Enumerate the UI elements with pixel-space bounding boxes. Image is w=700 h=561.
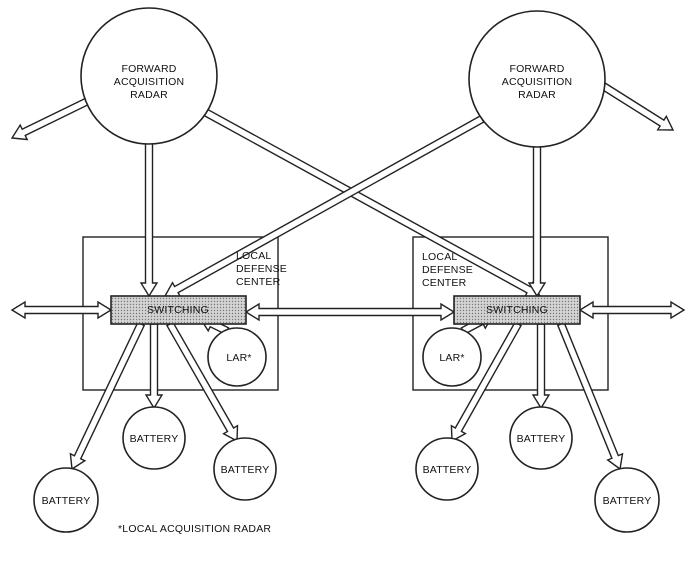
ldc-left-line-3: CENTER	[236, 276, 281, 288]
battery-label: BATTERY	[130, 433, 179, 445]
battery-label: BATTERY	[423, 464, 472, 476]
switching-right-label: SWITCHING	[486, 304, 548, 316]
switch-left-to-battery-center	[144, 323, 164, 410]
forward-acquisition-radar-left: FORWARD ACQUISITION RADAR	[80, 7, 218, 145]
forward-acquisition-radar-right: FORWARD ACQUISITION RADAR	[468, 10, 606, 148]
battery-label: BATTERY	[42, 495, 91, 507]
lar-left: LAR*	[207, 327, 267, 387]
radar-left-line-2: ACQUISITION	[114, 76, 184, 88]
switching-block-right: SWITCHING	[453, 295, 581, 325]
radar-left-to-switch-left	[139, 141, 159, 298]
radar-right-line-2: ACQUISITION	[502, 76, 572, 88]
radar-right-line-1: FORWARD	[509, 63, 564, 75]
radar-left-line-1: FORWARD	[121, 63, 176, 75]
switch-right-to-battery-center	[531, 323, 551, 410]
battery-label: BATTERY	[221, 464, 270, 476]
lar-left-label: LAR*	[226, 352, 251, 364]
lar-right-label: LAR*	[439, 352, 464, 364]
connection-arrows	[10, 80, 686, 471]
switch-left-to-battery-right	[166, 321, 239, 443]
ldc-right-line-3: CENTER	[422, 277, 467, 289]
battery-right-center: BATTERY	[509, 406, 573, 470]
center-link	[244, 302, 456, 322]
lar-right: LAR*	[422, 327, 482, 387]
radar-right-line-3: RADAR	[518, 89, 556, 101]
battery-label: BATTERY	[603, 495, 652, 507]
radar-right-to-switch-right	[527, 145, 547, 298]
battery-label: BATTERY	[517, 433, 566, 445]
ldc-left-line-1: LOCAL	[236, 250, 271, 262]
radar-right-out-arrow	[597, 80, 675, 131]
switching-left-label: SWITCHING	[147, 304, 209, 316]
switch-left-to-battery-outer	[69, 321, 146, 471]
battery-left-center: BATTERY	[122, 406, 186, 470]
battery-right-outer: BATTERY	[594, 467, 660, 533]
switch-right-to-battery-outer	[556, 321, 624, 471]
battery-left-right: BATTERY	[213, 437, 277, 501]
battery-left-outer: BATTERY	[33, 467, 99, 533]
footnote: *LOCAL ACQUISITION RADAR	[118, 523, 271, 535]
ldc-right-line-1: LOCAL	[422, 251, 457, 263]
external-link-left	[10, 300, 113, 320]
ldc-left-line-2: DEFENSE	[236, 263, 287, 275]
external-link-right	[578, 300, 686, 320]
ldc-right-line-2: DEFENSE	[422, 264, 473, 276]
battery-right-left: BATTERY	[415, 437, 479, 501]
radar-left-line-3: RADAR	[130, 89, 168, 101]
switching-block-left: SWITCHING	[110, 295, 247, 325]
switch-right-to-battery-left	[450, 321, 522, 443]
radar-left-out-arrow	[10, 95, 93, 141]
